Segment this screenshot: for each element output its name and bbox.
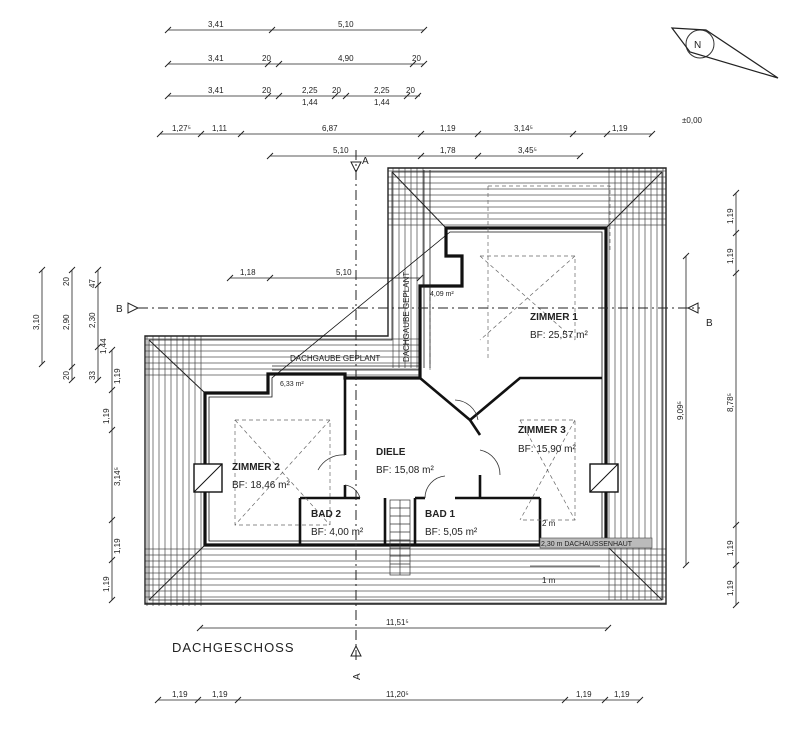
dim-left-inner-c: 1,19	[102, 408, 111, 424]
section-marker-b-left: B	[116, 304, 123, 315]
dim-left-inner-d: 3,14⁵	[113, 467, 122, 486]
section-lines	[138, 150, 700, 660]
distance-1m: 1 m	[542, 576, 556, 585]
room-area-zimmer-1: BF: 25,57 m²	[530, 330, 588, 341]
dim-top-r5-b: 1,78	[440, 146, 456, 155]
dim-bottom-outer-b: 1,19	[212, 690, 228, 699]
dim-left-outer-d: 20	[62, 277, 71, 286]
dim-left-outer-a: 3,10	[32, 314, 41, 330]
room-area-bad-1: BF: 5,05 m²	[425, 527, 478, 538]
dim-inner-a: 1,18	[240, 268, 256, 277]
dim-left-inner-e: 1,19	[113, 538, 122, 554]
room-area-zimmer-2: BF: 18,46 m²	[232, 480, 290, 491]
dormer-lines	[272, 170, 431, 371]
roof-hip-lines	[148, 171, 663, 601]
room-name-zimmer-3: ZIMMER 3	[518, 425, 566, 436]
dim-top-r4-d: 1,19	[440, 124, 456, 133]
dim-bottom-outer-d: 1,19	[576, 690, 592, 699]
room-area-diele: BF: 15,08 m²	[376, 465, 434, 476]
dim-right-outer-a: 1,19	[726, 208, 735, 224]
dim-left-outer-e: 20	[62, 371, 71, 380]
roof-strip-left-top	[145, 336, 425, 376]
dim-top-r3-b: 20	[262, 86, 271, 95]
stairs	[389, 499, 411, 576]
dim-top-r5-a: 5,10	[333, 146, 349, 155]
roof-windows	[193, 463, 619, 493]
dim-right-outer-d: 1,19	[726, 540, 735, 556]
roof-outline	[144, 167, 667, 605]
dimension-ticks	[38, 26, 740, 704]
dim-top-r3-f: 20	[406, 86, 415, 95]
section-marker-b-right: B	[706, 318, 713, 329]
svg-text:N: N	[694, 40, 701, 51]
distance-2m: 2 m	[542, 519, 556, 528]
dim-top-r2-a: 3,41	[208, 54, 224, 63]
dim-right-outer-e: 1,19	[726, 580, 735, 596]
dim-bottom-outer-e: 1,19	[614, 690, 630, 699]
dimension-lines	[41, 29, 737, 701]
dormer-label-vertical: DACHGAUBE GEPLANT	[402, 272, 411, 362]
eave-label: 2,30 m DACHAUSSENHAUT	[541, 541, 633, 548]
dim-top-r2-b: 20	[262, 54, 271, 63]
dim-bottom-inner: 11,51⁵	[386, 618, 409, 627]
dim-left-inner-a: 1,44	[99, 338, 108, 354]
room-name-bad-2: BAD 2	[311, 509, 341, 520]
dim-top-r3-c: 2,25	[302, 86, 318, 95]
small-area-1: 4,09 m²	[430, 291, 454, 298]
door-swings	[317, 399, 501, 499]
room-name-zimmer-1: ZIMMER 1	[530, 312, 578, 323]
dim-left-outer-g: 47	[88, 279, 97, 288]
dim-top-r1-a: 3,41	[208, 20, 224, 29]
dim-top-r2-d: 20	[412, 54, 421, 63]
small-area-2: 6,33 m²	[280, 381, 304, 388]
dim-top-r4-e: 3,14⁵	[514, 124, 533, 133]
dim-right-outer-c: 8,78⁵	[726, 393, 735, 412]
ceiling-dashed-lines	[234, 185, 611, 526]
dim-right-inner: 9,09⁵	[676, 401, 685, 420]
dim-left-inner-b: 1,19	[113, 368, 122, 384]
dim-bottom-outer-c: 11,20⁵	[386, 690, 409, 699]
dim-inner-b: 5,10	[336, 268, 352, 277]
section-marker-a-top: A	[362, 156, 369, 167]
room-area-bad-2: BF: 4,00 m²	[311, 527, 364, 538]
dim-left-outer-c: 2,30	[88, 312, 97, 328]
dim-top-r4-f: 1,19	[612, 124, 628, 133]
dim-left-outer-f: 33	[88, 371, 97, 380]
room-name-zimmer-2: ZIMMER 2	[232, 462, 280, 473]
north-arrow-icon: N	[670, 27, 779, 79]
roof-strip-right	[606, 168, 666, 600]
dim-left-inner-f: 1,19	[102, 576, 111, 592]
eave-strip	[539, 537, 653, 549]
dim-top-r3-a: 3,41	[208, 86, 224, 95]
outer-walls	[203, 226, 608, 547]
dim-top-r4-b: 1,11	[212, 124, 228, 133]
section-marker-a-bottom: A	[352, 673, 363, 680]
dim-top-r3-sub-a: 1,44	[302, 98, 318, 107]
dim-top-r5-c: 3,45⁵	[518, 146, 537, 155]
room-name-bad-1: BAD 1	[425, 509, 455, 520]
dim-top-r4-c: 6,87	[322, 124, 338, 133]
dim-top-r2-c: 4,90	[338, 54, 354, 63]
interior-walls	[298, 376, 602, 545]
plan-title: DACHGESCHOSS	[172, 640, 295, 655]
room-name-diele: DIELE	[376, 447, 406, 458]
dim-top-r4-a: 1,27⁵	[172, 124, 191, 133]
room-area-zimmer-3: BF: 15,90 m²	[518, 444, 576, 455]
dim-top-r3-sub-b: 1,44	[374, 98, 390, 107]
dim-top-r3-d: 20	[332, 86, 341, 95]
level-mark: ±0,00	[682, 116, 703, 125]
dim-bottom-outer-a: 1,19	[172, 690, 188, 699]
dormer-label-horizontal: DACHGAUBE GEPLANT	[290, 354, 380, 363]
dim-right-outer-b: 1,19	[726, 248, 735, 264]
dim-top-r1-b: 5,10	[338, 20, 354, 29]
section-arrows	[127, 161, 699, 657]
dim-left-outer-b: 2,90	[62, 314, 71, 330]
dim-top-r3-e: 2,25	[374, 86, 390, 95]
